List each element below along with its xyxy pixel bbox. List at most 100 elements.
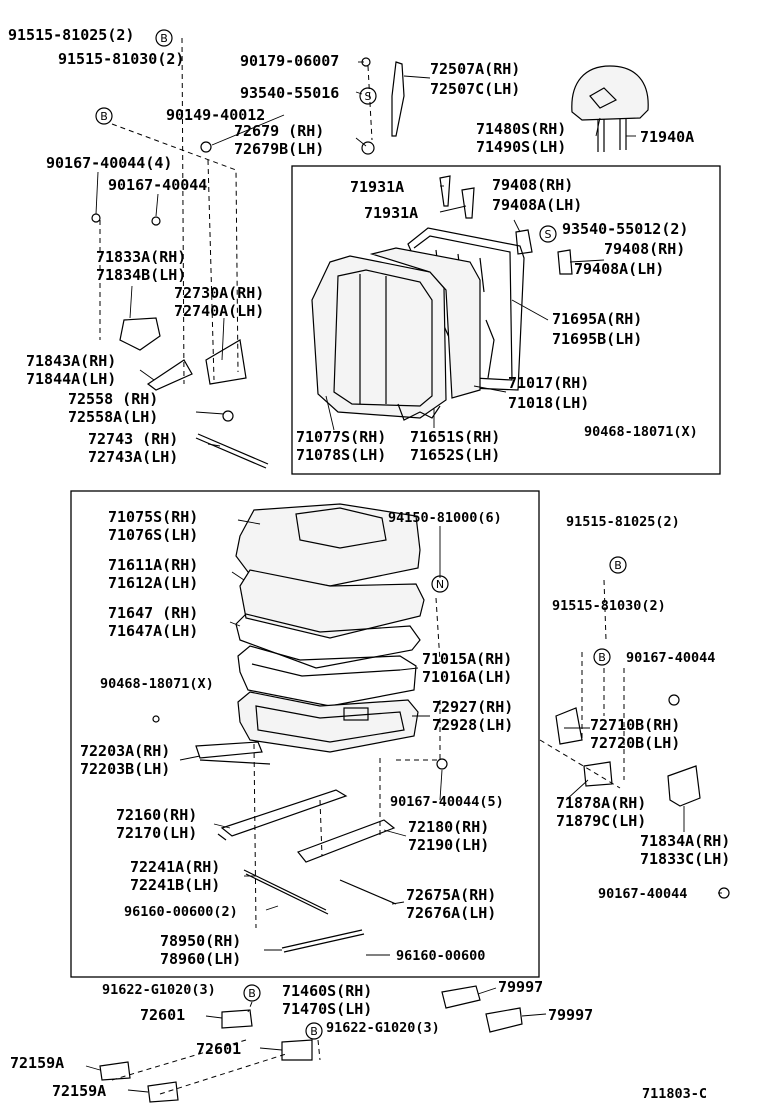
label-71833c: 71833C(LH) [640,850,730,868]
label-79408-1: 79408(RH) [492,176,573,194]
seatback-cushion-drawing [311,247,481,421]
label-90179-06007: 90179-06007 [240,52,339,70]
label-71695a: 71695A(RH) [552,310,642,328]
label-72676a: 72676A(LH) [406,904,496,922]
label-90167-40044-4: 90167-40044(4) [46,154,172,172]
label-71931a-1: 71931A [350,178,404,196]
label-71611a: 71611A(RH) [108,556,198,574]
small-parts-drawing [91,57,730,1103]
label-72679: 72679 (RH) [234,122,324,140]
label-72740a: 72740A(LH) [174,302,264,320]
seat-rails-drawing [217,789,397,953]
label-71460s: 71460S(RH) [282,982,372,1000]
label-90167-40044-5: 90167-40044(5) [390,794,504,810]
label-78950: 78950(RH) [160,932,241,950]
callout-b-4 [593,648,611,666]
label-90167-40044-r: 90167-40044 [626,650,715,666]
label-71017: 71017(RH) [508,374,589,392]
label-96160-00600: 96160-00600 [396,948,485,964]
label-94150-81000: 94150-81000(6) [388,510,502,526]
label-90468-18071-mid: 90468-18071(X) [100,676,214,692]
label-90167-40044-a: 90167-40044 [108,176,207,194]
label-90149-40012: 90149-40012 [166,106,265,124]
label-72190: 72190(LH) [408,836,489,854]
label-71843a: 71843A(RH) [26,352,116,370]
seatback-group-box [291,165,721,475]
label-72203b: 72203B(LH) [80,760,170,778]
label-72743a: 72743A(LH) [88,448,178,466]
svg-text:B: B [248,987,256,1000]
label-71077s: 71077S(RH) [296,428,386,446]
svg-text:B: B [310,1025,318,1038]
label-72601-2: 72601 [196,1040,241,1058]
label-72743: 72743 (RH) [88,430,178,448]
label-91515-81025-top: 91515-81025(2) [8,26,134,44]
label-72675a: 72675A(RH) [406,886,496,904]
svg-text:S: S [365,90,372,103]
label-71844a: 71844A(LH) [26,370,116,388]
label-71879c: 71879C(LH) [556,812,646,830]
label-91622-g1020-2: 91622-G1020(3) [326,1020,440,1036]
callout-b-2 [95,107,113,125]
callout-n [431,575,449,593]
leader-lines [85,61,722,1093]
label-71490s: 71490S(LH) [476,138,566,156]
label-71651s: 71651S(RH) [410,428,500,446]
svg-text:B: B [598,651,606,664]
svg-text:N: N [436,578,444,591]
label-79997-2: 79997 [548,1006,593,1024]
label-72927: 72927(RH) [432,698,513,716]
label-79997-1: 79997 [498,978,543,996]
label-71018: 71018(LH) [508,394,589,412]
label-91622-g1020-1: 91622-G1020(3) [102,982,216,998]
callout-b-6 [305,1022,323,1040]
label-91515-81025-r: 91515-81025(2) [566,514,680,530]
label-90167-40044-bot: 90167-40044 [598,886,687,902]
label-71647a: 71647A(LH) [108,622,198,640]
label-93540-55016: 93540-55016 [240,84,339,102]
label-96160-00600-2: 96160-00600(2) [124,904,238,920]
callout-s-2 [539,225,557,243]
label-72170: 72170(LH) [116,824,197,842]
label-72159a-1: 72159A [10,1054,64,1072]
label-71833a: 71833A(RH) [96,248,186,266]
label-71015a: 71015A(RH) [422,650,512,668]
label-71652s: 71652S(LH) [410,446,500,464]
diagram-code: 711803-C [642,1086,707,1102]
label-71078s: 71078S(LH) [296,446,386,464]
callout-b-1 [155,29,173,47]
label-72720b: 72720B(LH) [590,734,680,752]
assembly-dashed-lines [99,37,625,1095]
label-71075s: 71075S(RH) [108,508,198,526]
label-72558: 72558 (RH) [68,390,158,408]
label-72159a-2: 72159A [52,1082,106,1100]
label-71878a: 71878A(RH) [556,794,646,812]
label-72601-1: 72601 [140,1006,185,1024]
callout-b-5 [243,984,261,1002]
label-72507a: 72507A(RH) [430,60,520,78]
part-labels: 91515-81025(2) 91515-81030(2) 90179-0600… [8,26,730,1102]
label-72928: 72928(LH) [432,716,513,734]
svg-text:S: S [545,228,552,241]
label-71470s: 71470S(LH) [282,1000,372,1018]
label-71940a: 71940A [640,128,694,146]
label-72241a: 72241A(RH) [130,858,220,876]
label-91515-81030-r: 91515-81030(2) [552,598,666,614]
label-72241b: 72241B(LH) [130,876,220,894]
label-72710b: 72710B(RH) [590,716,680,734]
cushion-group-box [70,490,540,978]
callout-circles: B B S S N B B B B [95,29,627,1040]
label-79408a-2: 79408A(LH) [574,260,664,278]
label-71647: 71647 (RH) [108,604,198,622]
seat-cushion-drawing [235,503,425,707]
label-71076s: 71076S(LH) [108,526,198,544]
label-71016a: 71016A(LH) [422,668,512,686]
label-79408-2: 79408(RH) [604,240,685,258]
label-71834b: 71834B(LH) [96,266,186,284]
label-72203a: 72203A(RH) [80,742,170,760]
label-71480s: 71480S(RH) [476,120,566,138]
label-79408a-1: 79408A(LH) [492,196,582,214]
callout-s-1 [359,87,377,105]
callout-b-3 [609,556,627,574]
